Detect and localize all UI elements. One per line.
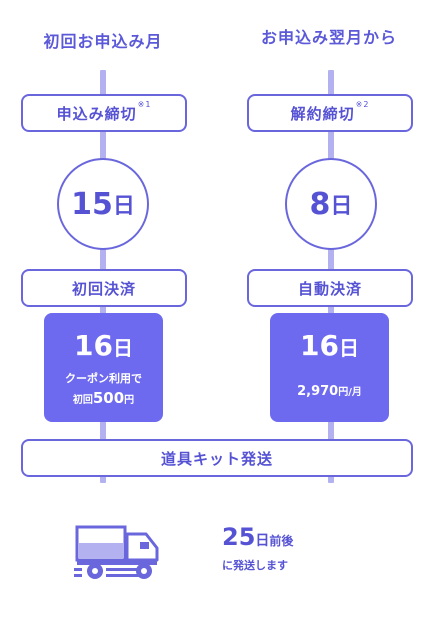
kit-shipping-pill: 道具キット発送	[21, 439, 413, 477]
cancellation-deadline-day-number: 8	[309, 186, 331, 222]
auto-payment-date-card: 16日 2,970円/月	[270, 313, 389, 422]
cancellation-deadline-note: ※2	[355, 100, 370, 109]
application-deadline-pill: 申込み締切※1	[21, 94, 187, 132]
auto-payment-day-unit: 日	[338, 336, 359, 360]
first-price-value: 500	[92, 389, 125, 407]
auto-payment-pill: 自動決済	[247, 269, 413, 307]
auto-payment-day: 16日	[270, 332, 389, 360]
auto-payment-label: 自動決済	[297, 279, 362, 298]
cancellation-deadline-pill: 解約締切※2	[247, 94, 413, 132]
application-deadline-day-unit: 日	[112, 194, 135, 219]
monthly-price-line: 2,970円/月	[270, 380, 389, 399]
application-deadline-label: 申込み締切	[56, 104, 137, 123]
first-payment-date-card: 16日 クーポン利用で 初回500円	[44, 313, 163, 422]
coupon-text: クーポン利用で	[65, 372, 142, 385]
shipping-note: に発送します	[222, 559, 288, 572]
first-payment-pill: 初回決済	[21, 269, 187, 307]
shipping-date-number: 25	[222, 523, 256, 551]
auto-payment-day-number: 16	[300, 329, 339, 362]
first-price-unit: 円	[124, 395, 135, 406]
truck-icon	[74, 525, 159, 579]
application-deadline-note: ※1	[137, 100, 152, 109]
right-column-title: お申込み翌月から	[260, 28, 397, 47]
shipping-date-suffix: 前後	[269, 534, 294, 548]
first-payment-day-unit: 日	[112, 336, 133, 360]
first-price-line: 初回500円	[44, 388, 163, 407]
cancellation-deadline-label: 解約締切	[290, 104, 355, 123]
application-deadline-day-number: 15	[71, 186, 113, 222]
first-payment-label: 初回決済	[71, 279, 136, 298]
left-column-title: 初回お申込み月	[43, 32, 163, 51]
shipping-date: 25日前後	[222, 523, 293, 551]
monthly-price-value: 2,970	[297, 384, 339, 399]
cancellation-deadline-day-unit: 日	[330, 194, 353, 219]
shipping-date-unit: 日	[255, 533, 270, 549]
first-payment-day: 16日	[44, 332, 163, 360]
monthly-price-unit: 円/月	[338, 387, 362, 398]
first-price-prefix: 初回	[72, 395, 93, 406]
kit-shipping-label: 道具キット発送	[160, 449, 273, 468]
first-payment-day-number: 16	[74, 329, 113, 362]
